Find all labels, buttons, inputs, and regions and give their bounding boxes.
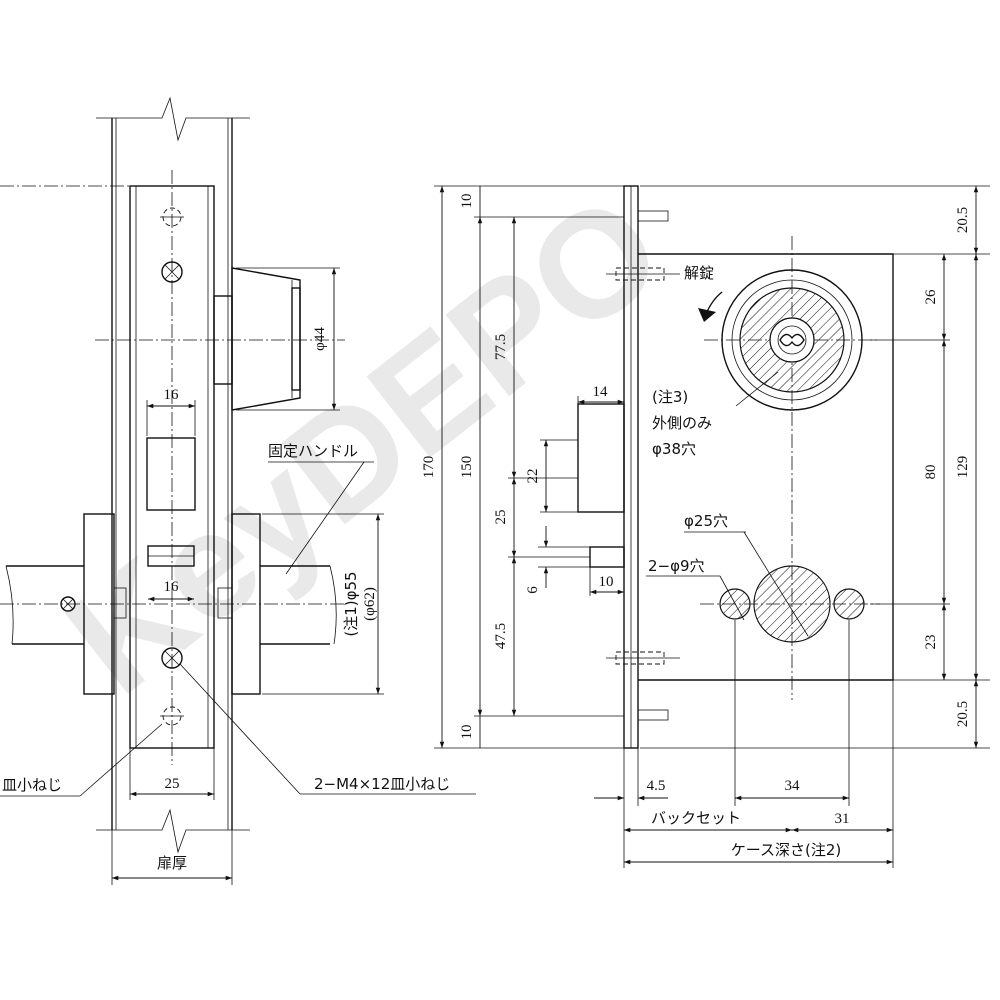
dim-phi62: (φ62)	[362, 587, 378, 621]
dim-4-5: 4.5	[647, 778, 666, 794]
label-fixed-handle: 固定ハンドル	[268, 442, 358, 460]
hidden-screw-case-top	[606, 267, 680, 281]
dim-10-bottom: 10	[459, 725, 475, 740]
dim-25-left: 25	[165, 776, 180, 792]
note3-line1: (注3)	[652, 388, 688, 406]
hidden-screw-top	[160, 207, 184, 227]
dim-77-5: 77.5	[493, 334, 509, 360]
dim-22: 22	[525, 469, 541, 484]
screw-hole-phi9-right	[833, 588, 865, 620]
fixed-handle-right	[260, 565, 330, 645]
label-unlock: 解錠	[684, 264, 714, 282]
latch	[589, 546, 625, 568]
screw-bottom	[161, 647, 183, 669]
dim-phi44: φ44	[312, 327, 328, 351]
label-flat-screw-left: 皿小ねじ	[2, 776, 62, 794]
note3-line2: 外側のみ	[652, 414, 712, 432]
left-view: 16 16 25 扉厚 φ44 (注1)φ55 (φ62) 固定ハンドル 皿小ね…	[0, 96, 476, 885]
break-line-bottom	[96, 808, 250, 854]
label-screw-m4: 2−M4×12皿小ねじ	[314, 775, 450, 793]
cylinder-outer-ring	[721, 269, 863, 411]
screw-top	[161, 261, 183, 283]
label-2phi9: 2−φ9穴	[648, 557, 705, 575]
dim-14: 14	[593, 384, 609, 400]
cylinder-side	[213, 267, 301, 411]
deadbolt-opening	[146, 437, 196, 511]
dim-31: 31	[835, 811, 850, 827]
handle-screw	[60, 596, 76, 612]
dim-129: 129	[955, 456, 971, 479]
handle-left	[6, 565, 84, 645]
spindle-hole-phi25	[753, 565, 831, 643]
label-backset: バックセット	[651, 809, 741, 827]
dim-10-latch: 10	[599, 574, 614, 590]
dim-150: 150	[459, 456, 475, 479]
hidden-screw-bottom	[160, 706, 184, 726]
lock-case	[638, 253, 894, 681]
right-view: 解錠 (注3) 外側のみ φ38穴 φ25穴 2−φ9穴 170 150 10 …	[421, 185, 990, 868]
dim-6: 6	[525, 586, 541, 594]
label-door-thickness: 扉厚	[157, 854, 187, 872]
dim-170: 170	[421, 456, 437, 479]
break-line-top	[96, 96, 250, 142]
label-phi25: φ25穴	[684, 512, 728, 530]
dim-25-right: 25	[493, 510, 509, 525]
dim-20-5-bottom: 20.5	[955, 701, 971, 727]
watermark: KeyDEPO	[36, 162, 691, 726]
keyway	[779, 333, 805, 347]
dim-34: 34	[785, 778, 801, 794]
dim-23: 23	[923, 635, 939, 650]
dim-26: 26	[923, 289, 939, 305]
label-case-depth: ケース深さ(注2)	[731, 841, 842, 859]
dim-16-top: 16	[164, 387, 180, 403]
dim-47-5: 47.5	[493, 623, 509, 649]
dim-phi55: (注1)φ55	[342, 571, 360, 636]
dim-16-bottom: 16	[164, 579, 180, 595]
dim-20-5-top: 20.5	[955, 207, 971, 233]
dim-10-top: 10	[459, 194, 475, 209]
dim-80: 80	[923, 465, 939, 480]
note3-line3: φ38穴	[652, 440, 696, 458]
deadbolt	[577, 403, 625, 513]
hidden-screw-case-bottom	[606, 651, 680, 665]
